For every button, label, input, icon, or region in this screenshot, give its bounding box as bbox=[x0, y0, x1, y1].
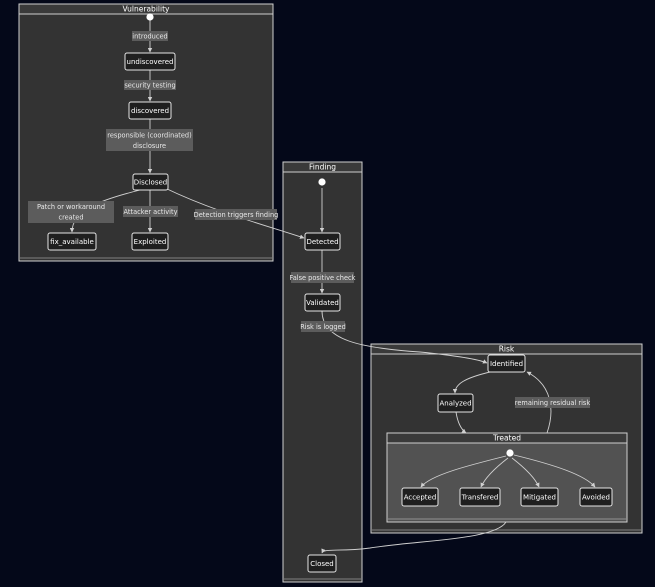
svg-text:Mitigated: Mitigated bbox=[523, 494, 556, 502]
start-dot-vulnerability bbox=[146, 13, 154, 21]
state-transfered[interactable]: Transfered bbox=[459, 487, 501, 507]
svg-text:Analyzed: Analyzed bbox=[439, 400, 471, 408]
state-identified[interactable]: Identified bbox=[487, 354, 526, 373]
state-validated[interactable]: Validated bbox=[304, 293, 341, 312]
svg-text:False positive check: False positive check bbox=[290, 274, 356, 282]
edge-label-patch: Patch or workaround created bbox=[28, 201, 114, 223]
edge-label-introduced: introduced bbox=[132, 31, 168, 41]
svg-text:Detection triggers finding: Detection triggers finding bbox=[194, 211, 279, 219]
svg-text:disclosure: disclosure bbox=[133, 142, 166, 150]
svg-text:Patch or workaround: Patch or workaround bbox=[37, 203, 105, 211]
start-dot-treated bbox=[506, 449, 514, 457]
cluster-finding: Finding bbox=[282, 161, 363, 583]
state-mitigated[interactable]: Mitigated bbox=[520, 487, 559, 507]
edge-label-attacker: Attacker activity bbox=[123, 206, 178, 217]
svg-text:Identified: Identified bbox=[490, 360, 523, 368]
state-analyzed[interactable]: Analyzed bbox=[437, 393, 474, 413]
svg-text:responsible (coordinated): responsible (coordinated) bbox=[107, 132, 191, 140]
svg-text:Detected: Detected bbox=[306, 238, 338, 246]
svg-text:fix_available: fix_available bbox=[50, 238, 94, 246]
svg-text:Attacker activity: Attacker activity bbox=[124, 208, 178, 216]
edge-label-disclosure: responsible (coordinated) disclosure bbox=[106, 129, 193, 151]
svg-text:remaining residual risk: remaining residual risk bbox=[515, 399, 591, 407]
edge-label-detection: Detection triggers finding bbox=[194, 209, 279, 220]
state-disclosed[interactable]: Disclosed bbox=[132, 173, 169, 191]
edge-to-avoided bbox=[513, 454, 596, 488]
edge-treated-closed bbox=[321, 521, 507, 554]
cluster-title-risk: Risk bbox=[499, 345, 515, 354]
state-closed[interactable]: Closed bbox=[307, 554, 337, 573]
edge-label-security-testing: security testing bbox=[124, 80, 176, 90]
cluster-title-finding: Finding bbox=[309, 163, 336, 172]
svg-text:undiscovered: undiscovered bbox=[127, 58, 174, 66]
svg-text:created: created bbox=[58, 214, 83, 222]
svg-text:Risk is logged: Risk is logged bbox=[300, 323, 346, 331]
state-detected[interactable]: Detected bbox=[304, 232, 341, 251]
state-discovered[interactable]: discovered bbox=[128, 101, 172, 120]
state-undiscovered[interactable]: undiscovered bbox=[124, 52, 176, 71]
svg-text:discovered: discovered bbox=[131, 107, 169, 115]
svg-text:Closed: Closed bbox=[310, 560, 334, 568]
svg-text:Disclosed: Disclosed bbox=[134, 179, 167, 187]
edge-label-residual: remaining residual risk bbox=[515, 397, 591, 408]
state-exploited[interactable]: Exploited bbox=[131, 232, 169, 251]
edge-label-risk-logged: Risk is logged bbox=[300, 321, 346, 332]
svg-text:introduced: introduced bbox=[132, 33, 167, 41]
edge-identified-analyzed bbox=[452, 371, 491, 394]
edge-to-transfered bbox=[480, 457, 509, 488]
cluster-title-vulnerability: Vulnerability bbox=[123, 5, 170, 14]
edge-analyzed-treated bbox=[455, 411, 467, 434]
svg-text:Avoided: Avoided bbox=[582, 494, 610, 502]
svg-text:Validated: Validated bbox=[306, 299, 339, 307]
edge-to-mitigated bbox=[511, 457, 540, 488]
svg-text:Transfered: Transfered bbox=[461, 494, 499, 502]
state-fix-available[interactable]: fix_available bbox=[47, 232, 97, 251]
edge-labels: introduced security testing responsible … bbox=[28, 31, 590, 408]
start-dot-finding bbox=[318, 178, 326, 186]
edge-to-accepted bbox=[420, 455, 507, 488]
svg-text:security testing: security testing bbox=[124, 82, 175, 90]
cluster-treated: Treated bbox=[386, 432, 628, 523]
edge-label-false-positive: False positive check bbox=[290, 272, 356, 283]
svg-text:Accepted: Accepted bbox=[404, 494, 437, 502]
state-avoided[interactable]: Avoided bbox=[579, 487, 613, 507]
cluster-title-treated: Treated bbox=[492, 434, 521, 443]
state-accepted[interactable]: Accepted bbox=[401, 487, 439, 507]
svg-text:Exploited: Exploited bbox=[134, 238, 167, 246]
